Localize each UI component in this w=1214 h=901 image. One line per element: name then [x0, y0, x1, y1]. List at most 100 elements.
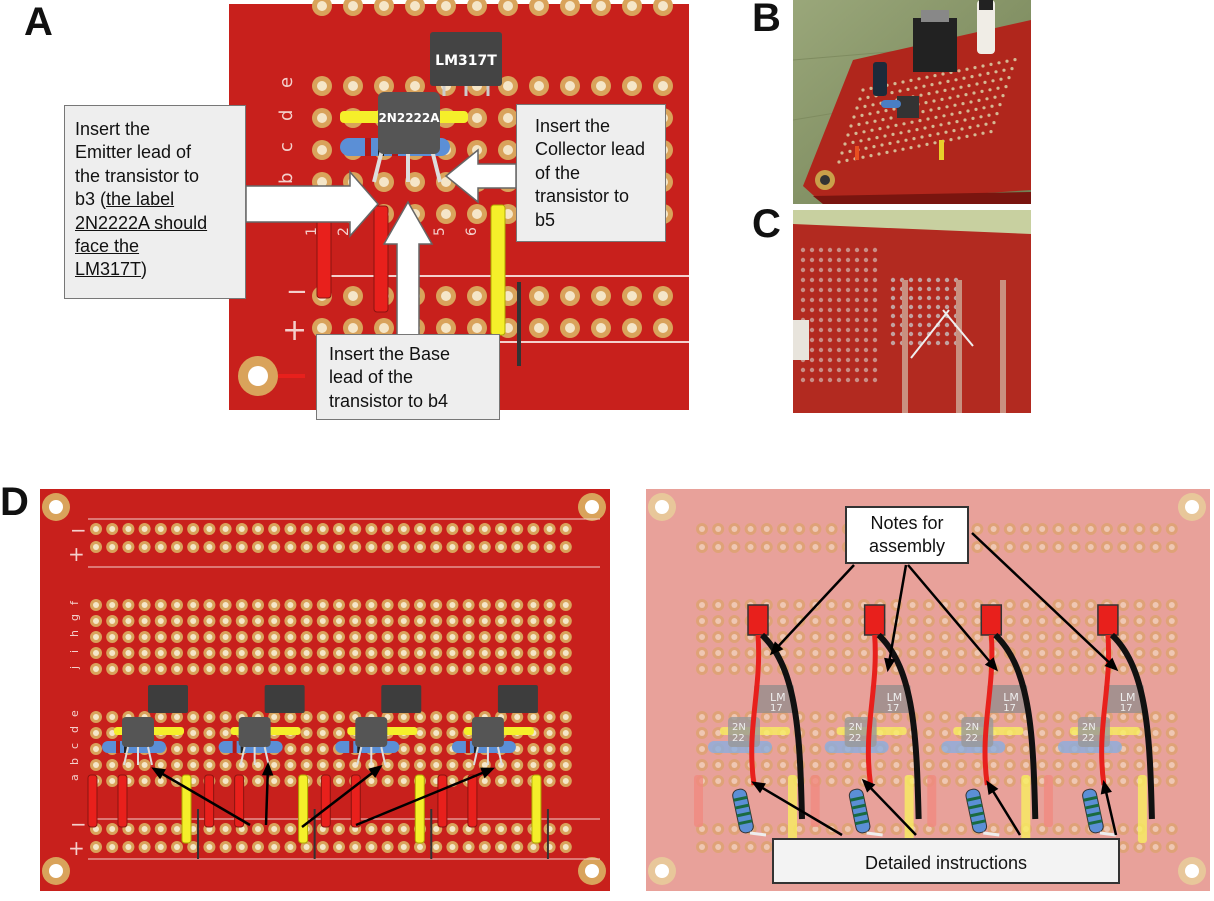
d-rail-minus-top: −	[70, 518, 87, 542]
d2-regulator-label: LM	[770, 691, 786, 704]
d-row-letter: b	[68, 758, 81, 765]
collector-line-4: transistor to	[535, 186, 630, 207]
collector-line-3: of the	[535, 162, 581, 183]
a-col-6: 6	[464, 227, 480, 236]
collector-instruction-box: Insert the Collector lead of the transis…	[516, 104, 666, 242]
a-row-d: d	[276, 110, 297, 121]
panel-b-photo	[793, 0, 1031, 204]
d2-transistor-label: 2N	[965, 722, 979, 733]
a-2n2222a-chip	[378, 92, 440, 154]
d-row-letter: g	[68, 614, 81, 621]
a-row-b: b	[276, 173, 297, 184]
d2-regulator	[1103, 685, 1144, 713]
panel-label-a: A	[24, 0, 53, 44]
emitter-arrow	[245, 170, 379, 238]
d-rail-plus-bottom: +	[68, 836, 85, 860]
d-regulator	[381, 685, 422, 713]
notes-line-2: assembly	[868, 536, 946, 557]
d-yellow-jumper	[531, 774, 542, 844]
d2-transistor-label2: 22	[965, 733, 978, 744]
d-row-letter: c	[68, 743, 81, 749]
notes-line-1: Notes for	[870, 513, 944, 533]
base-line-3: transistor to b4	[329, 390, 449, 411]
d-row-letter: h	[68, 630, 81, 637]
d2-arrow	[861, 778, 876, 793]
a-rail-minus: −	[286, 277, 308, 307]
d-red-jumper	[117, 774, 128, 828]
d-row-letter: d	[68, 726, 81, 733]
d2-arrow	[769, 641, 784, 656]
d2-red-tab	[863, 604, 886, 636]
d-regulator	[497, 685, 538, 713]
panel-label-b: B	[752, 0, 781, 40]
d-transistor	[355, 717, 388, 747]
d2-red-tab	[747, 604, 769, 636]
emitter-instruction-box: Insert the Emitter lead of the transisto…	[64, 105, 246, 299]
d-row-letter: j	[68, 666, 81, 670]
d-regulator	[264, 685, 305, 713]
d2-regulator-label2: 17	[1120, 703, 1133, 714]
d2-regulator	[870, 685, 911, 713]
a-row-c: c	[276, 142, 297, 152]
emitter-line-1: Insert the	[75, 119, 151, 139]
a-rail-plus: +	[282, 313, 307, 348]
d2-regulator-label: LM	[887, 691, 903, 704]
a-row-e: e	[276, 77, 297, 88]
d-yellow-jumper	[181, 774, 192, 844]
d-arrow	[151, 767, 166, 780]
d2-red-wire	[982, 634, 995, 786]
d2-regulator-label2: 17	[1003, 703, 1016, 714]
d2-regulator-label: LM	[1003, 691, 1019, 704]
detailed-instructions-box: Detailed instructions	[772, 838, 1120, 884]
d-red-jumper	[234, 774, 245, 828]
panel-label-c: C	[752, 202, 781, 246]
a-2n2222a-label: 2N2222A	[378, 111, 440, 125]
emitter-line-6: face the	[75, 235, 140, 256]
collector-line-5: b5	[535, 209, 556, 230]
d2-red-wire	[1099, 634, 1112, 786]
d2-black-wire	[993, 632, 1039, 820]
d-row-letter: a	[68, 774, 81, 781]
d2-red-wire	[865, 634, 878, 786]
d2-arrow	[1100, 779, 1112, 795]
base-line-2: lead of the	[329, 367, 414, 388]
d-yellow-jumper	[414, 774, 425, 844]
a-lm317t-chip	[430, 32, 502, 86]
d2-arrow	[1104, 657, 1119, 672]
d2-transistor-label: 2N	[849, 722, 863, 733]
d2-transistor-label2: 22	[849, 733, 862, 744]
d2-red-wire	[749, 634, 762, 786]
a-lm317t-label: LM317T	[435, 53, 497, 69]
d2-transistor-label: 2N	[1082, 722, 1096, 733]
d-row-letter: e	[68, 710, 81, 717]
d2-arrow	[884, 657, 896, 673]
d-red-jumper	[467, 774, 478, 828]
d-transistor	[122, 717, 154, 747]
emitter-line-2: Emitter lead of	[75, 142, 192, 163]
d2-red-tab	[1097, 604, 1119, 636]
d2-red-tab	[980, 604, 1003, 636]
detailed-instructions-label: Detailed instructions	[864, 853, 1028, 873]
base-instruction-box: Insert the Base lead of the transistor t…	[316, 334, 500, 420]
d-transistor	[238, 717, 271, 747]
d-rail-minus-bottom: −	[70, 812, 87, 836]
collector-arrow	[444, 148, 517, 204]
emitter-line-4: b3 (	[75, 189, 107, 210]
base-line-1: Insert the Base	[329, 344, 451, 364]
emitter-line-4-underlined: the label	[106, 189, 175, 210]
d2-regulator-label2: 17	[770, 703, 783, 714]
emitter-line-5: 2N2222A should	[75, 212, 208, 233]
d2-regulator	[754, 685, 794, 713]
panel-c-photo	[793, 210, 1031, 413]
d-rail-plus-top: +	[68, 542, 85, 566]
d-transistor	[471, 717, 504, 747]
d2-arrow	[984, 657, 999, 672]
d-red-jumper	[320, 774, 331, 828]
d-red-jumper	[437, 774, 448, 828]
d-arrow	[480, 767, 495, 779]
d-arrow	[368, 765, 383, 778]
d-regulator	[148, 685, 188, 713]
panel-label-d: D	[0, 480, 29, 524]
d2-regulator-label: LM	[1120, 691, 1136, 704]
